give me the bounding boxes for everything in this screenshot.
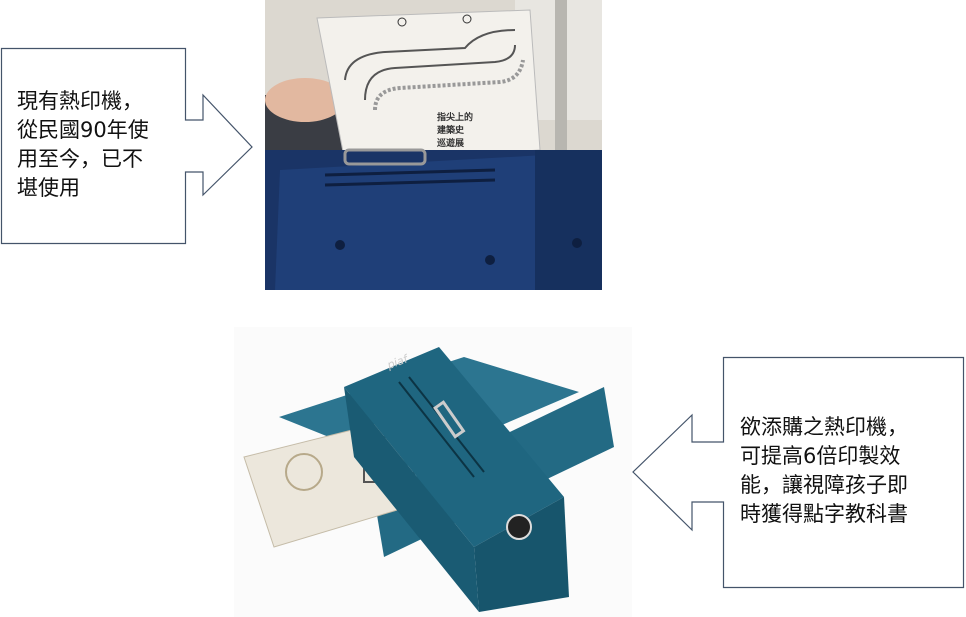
paper-title-line-3: 巡遊展 <box>437 137 464 149</box>
old-printer-callout-text: 現有熱印機， 從民國90年使 用至今，已不 堪使用 <box>17 89 149 200</box>
paper-title-line-1: 指尖上的 <box>437 111 473 123</box>
new-printer-photo: piaf <box>234 327 632 617</box>
new-printer-callout-text: 欲添購之熱印機， 可提高6倍印製效 能，讓視障孩子即 時獲得點字教科書 <box>740 415 908 526</box>
paper-title-line-2: 建築史 <box>437 124 465 136</box>
old-printer-photo: 指尖上的 建築史 巡遊展 <box>265 0 602 290</box>
